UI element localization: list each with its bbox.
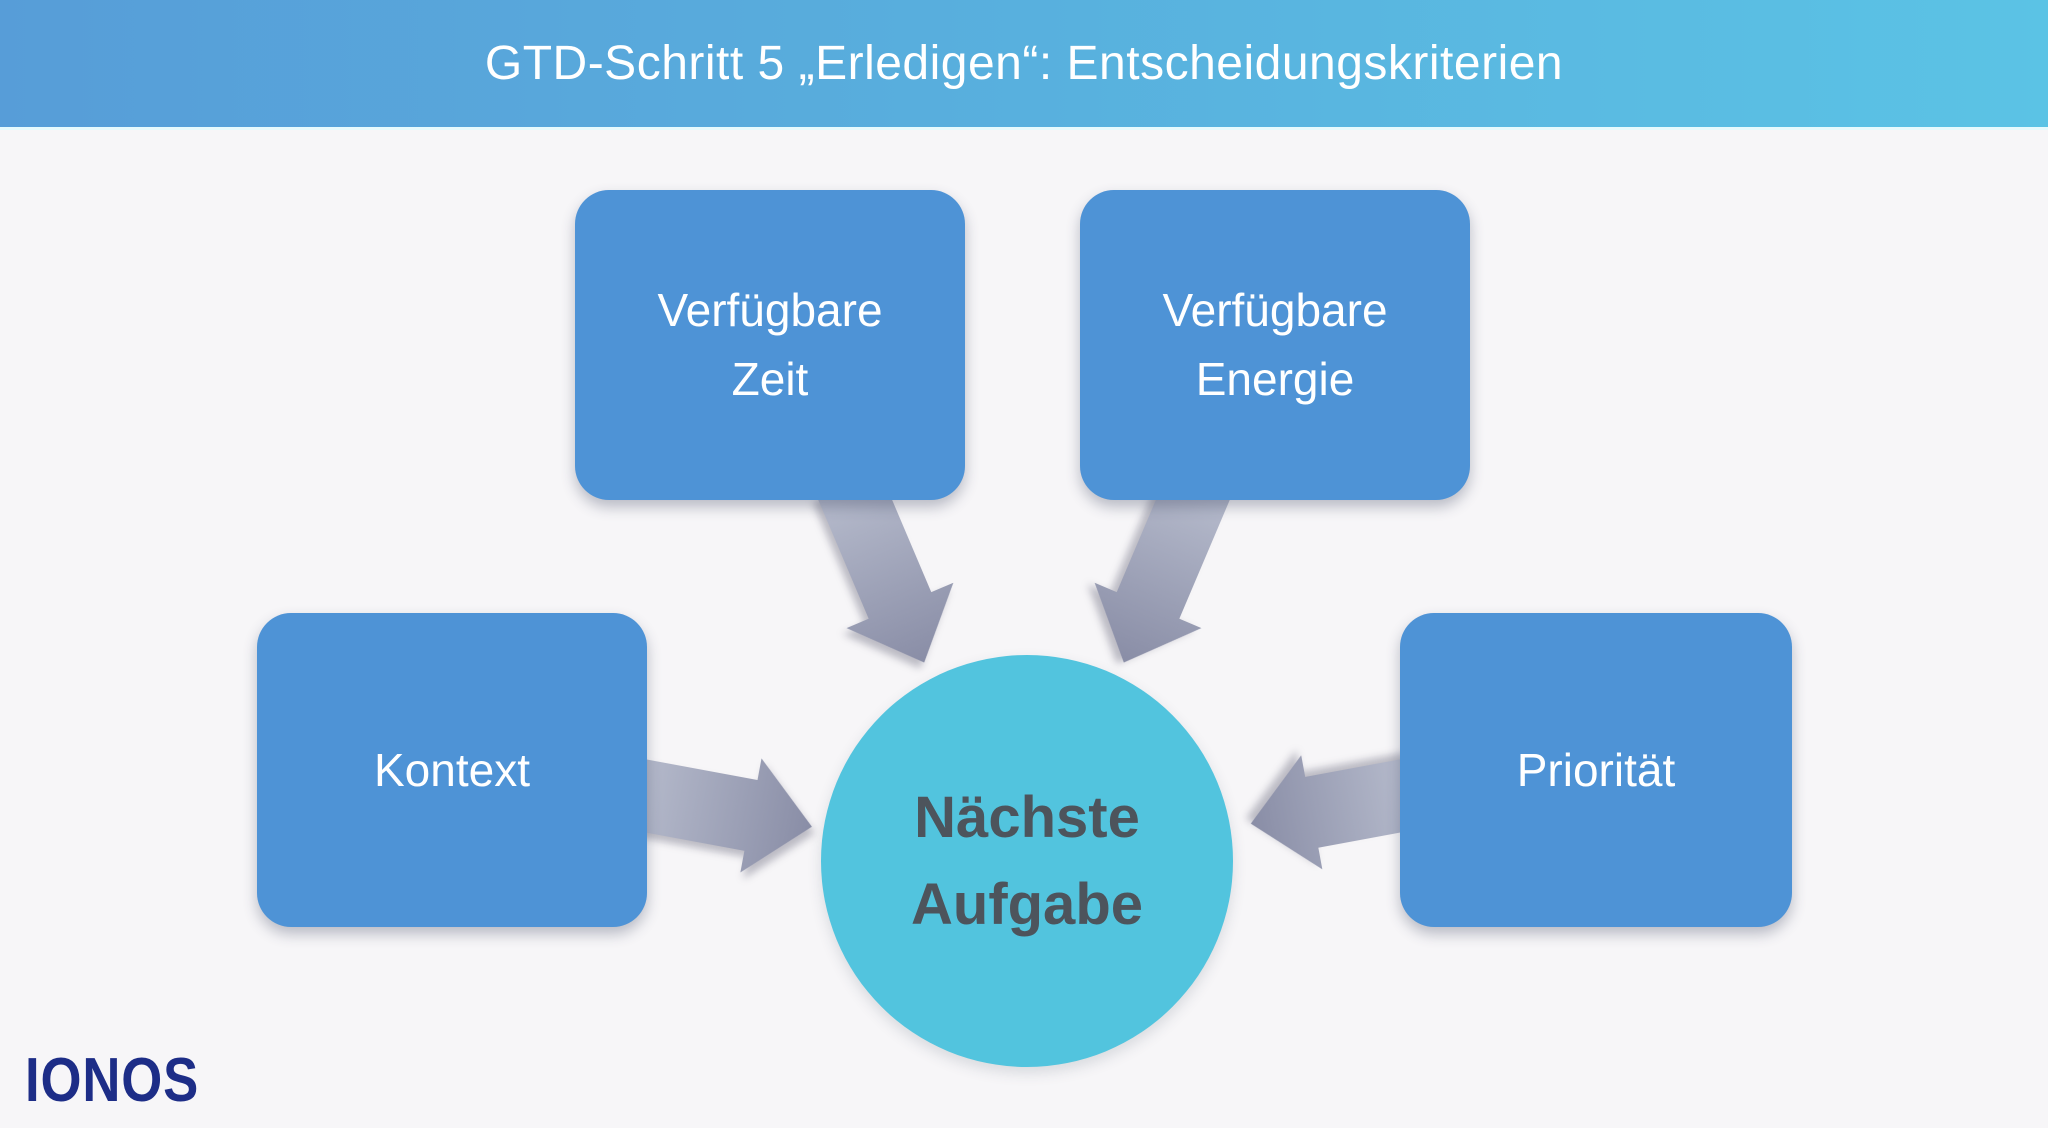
box-verfuegbare-energie: Verfügbare Energie — [1080, 190, 1470, 500]
arrow-kontext-to-task — [623, 757, 812, 873]
page-title: GTD-Schritt 5 „Erledigen“: Entscheidungs… — [484, 37, 1564, 90]
box-kontext-label: Kontext — [374, 743, 530, 796]
center-circle-naechste-aufgabe: Nächste Aufgabe — [821, 655, 1233, 1067]
box-verfuegbare-energie-label: Verfügbare Energie — [1162, 284, 1388, 405]
box-prioritaet: Priorität — [1400, 613, 1792, 927]
box-verfuegbare-zeit: Verfügbare Zeit — [575, 190, 965, 500]
center-circle-label: Nächste Aufgabe — [911, 785, 1143, 937]
box-verfuegbare-zeit-label: Verfügbare Zeit — [657, 284, 883, 405]
ionos-logo: IONOS — [25, 1046, 200, 1115]
arrow-prioritaet-to-task — [1250, 755, 1423, 870]
header-bar: GTD-Schritt 5 „Erledigen“: Entscheidungs… — [0, 0, 2048, 130]
box-prioritaet-label: Priorität — [1516, 743, 1676, 796]
box-kontext: Kontext — [257, 613, 647, 927]
